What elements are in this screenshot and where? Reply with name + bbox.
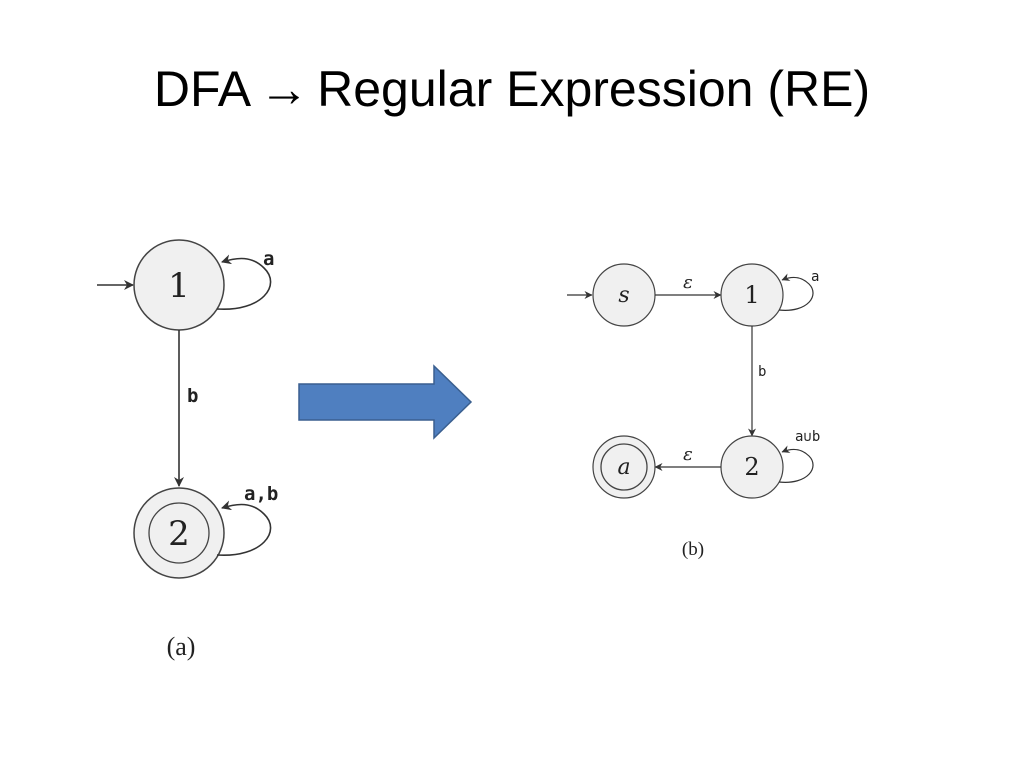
slide-title: DFA→Regular Expression (RE) <box>0 62 1024 117</box>
a-state-2 <box>133 487 225 579</box>
diagram-a: 1 a b 2 a,b (a) <box>97 239 278 661</box>
big-right-arrow-icon <box>298 364 473 440</box>
a-loop-2-label: a,b <box>244 483 278 505</box>
b-state-s-label: s <box>618 283 629 308</box>
b-transition-label: b <box>758 364 766 380</box>
title-arrow-icon: → <box>259 61 310 117</box>
b-loop-1 <box>778 273 814 311</box>
b-loop-1-label: a <box>811 269 819 285</box>
b-state-accept-label: a <box>617 455 630 480</box>
a-loop-1-label: a <box>263 248 274 270</box>
a-state-2-accept-ring <box>148 502 210 564</box>
a-state-2-label: 2 <box>168 514 190 554</box>
b-state-2-label: 2 <box>744 453 759 481</box>
diagram-b: s ε 1 a b 2 a∪b ε a (b) <box>567 263 820 560</box>
a-loop-2 <box>216 500 272 556</box>
a-caption: (a) <box>167 632 196 661</box>
b-state-1-label: 1 <box>744 281 759 309</box>
b-caption: (b) <box>682 539 704 560</box>
title-right: Regular Expression (RE) <box>317 61 871 117</box>
a-loop-1 <box>216 254 272 310</box>
b-state-accept-ring <box>600 443 648 491</box>
b-loop-2 <box>778 445 814 483</box>
a-state-1-label: 1 <box>168 266 190 306</box>
b-eps-start-label: ε <box>683 272 693 293</box>
b-eps-end-label: ε <box>683 444 693 465</box>
title-left: DFA <box>153 61 252 117</box>
b-state-accept <box>592 435 656 499</box>
b-loop-2-label: a∪b <box>795 429 820 445</box>
a-transition-label: b <box>187 385 198 407</box>
